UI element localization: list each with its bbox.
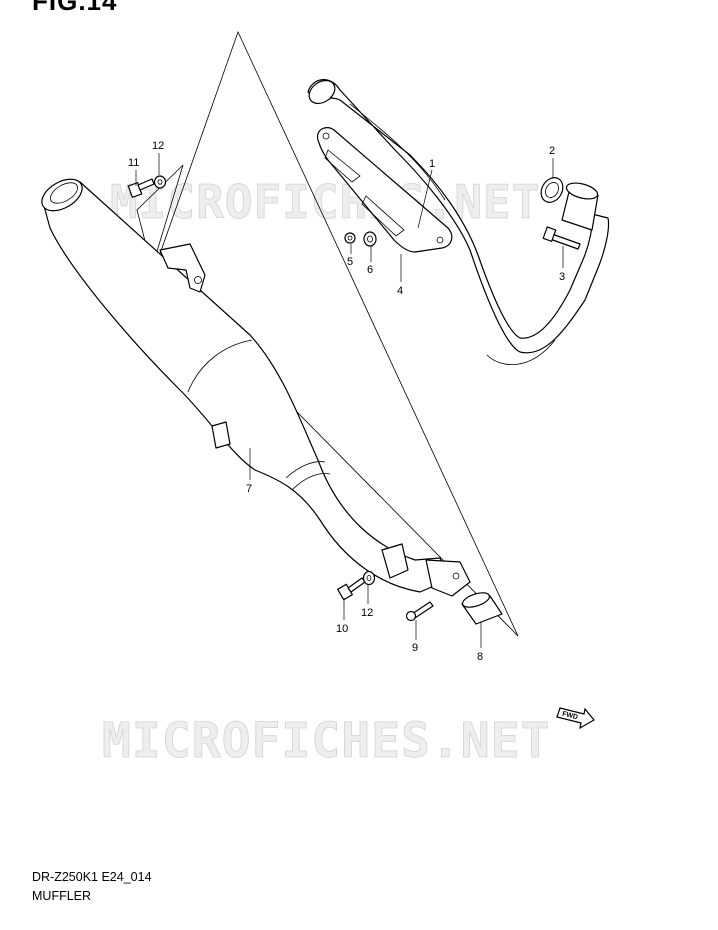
callout-9: 9 (412, 642, 418, 654)
callout-7: 7 (246, 483, 252, 495)
callout-4: 4 (397, 285, 403, 297)
clamp-screw (405, 601, 434, 622)
bracket-nut (344, 232, 356, 244)
callout-2: 2 (549, 145, 555, 157)
footer-model-code: DR-Z250K1 E24_014 (32, 870, 152, 884)
callout-8: 8 (477, 651, 483, 663)
muffler-washer-rear (153, 175, 167, 189)
callout-10: 10 (336, 623, 348, 635)
callout-6: 6 (367, 264, 373, 276)
exhaust-pipe (307, 79, 610, 365)
callout-3: 3 (559, 271, 565, 283)
muffler-washer-front (362, 570, 376, 586)
callout-12-rear: 12 (152, 140, 164, 152)
watermark-middle: MICROFICHES.NET (102, 713, 550, 769)
muffler-bolt-front (337, 577, 366, 601)
assembly-outline (154, 30, 519, 637)
fwd-direction-badge: FWD (556, 707, 595, 730)
fwd-label: FWD (561, 711, 578, 722)
figure-title: FIG.14 (32, 0, 118, 16)
callout-1: 1 (429, 158, 435, 170)
callout-12-front: 12 (361, 607, 373, 619)
callout-11: 11 (128, 157, 139, 169)
pipe-bolt (542, 226, 581, 250)
exhaust-gasket (540, 177, 564, 203)
muffler-bolt-rear (127, 178, 155, 198)
connector-sleeve (461, 592, 503, 625)
muffler-body (41, 178, 471, 597)
fwd-arrow-icon (556, 707, 595, 730)
heat-shield-bracket (316, 127, 453, 253)
callout-5: 5 (347, 256, 353, 268)
pipe-inlet-collar (561, 182, 599, 231)
leader-lines (135, 153, 564, 648)
watermark-top: MICROFICHES.NET (110, 175, 540, 229)
bracket-washer (363, 231, 377, 247)
footer-section-name: MUFFLER (32, 889, 92, 903)
